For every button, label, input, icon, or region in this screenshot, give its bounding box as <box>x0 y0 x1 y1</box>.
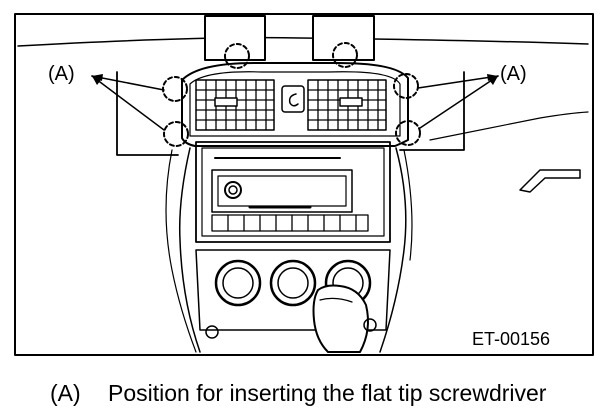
leader-lines <box>91 75 499 131</box>
hazard-switch <box>281 85 305 113</box>
clip-left-lower <box>163 121 189 147</box>
caption-key: (A) <box>50 380 81 406</box>
clip-left-upper <box>162 76 188 102</box>
clip-top-left <box>224 43 250 69</box>
climate-panel <box>195 249 391 331</box>
clip-right-upper <box>393 73 419 99</box>
audio-unit <box>195 141 391 243</box>
right-bracket <box>399 71 465 151</box>
figure-frame <box>14 13 594 356</box>
glovebox-handle <box>519 169 581 193</box>
callout-label-right: (A) <box>500 63 527 85</box>
caption: (A) Position for inserting the flat tip s… <box>50 380 600 410</box>
figure-code: ET-00156 <box>472 329 550 349</box>
top-tab-left <box>204 15 266 61</box>
right-vent-grille <box>307 79 387 131</box>
dash-top-edge <box>17 36 589 47</box>
callout-label-left: (A) <box>48 63 75 85</box>
center-stack-left <box>178 147 201 353</box>
top-tab-right <box>312 15 375 61</box>
shifter <box>312 284 369 353</box>
clip-top-right <box>332 42 358 68</box>
caption-text: Position for inserting the flat tip scre… <box>108 380 547 406</box>
left-vent-grille <box>195 79 275 131</box>
clip-right-lower <box>395 120 421 146</box>
left-bracket <box>116 71 179 156</box>
center-stack-right <box>379 147 407 353</box>
clip-positions <box>162 42 421 147</box>
